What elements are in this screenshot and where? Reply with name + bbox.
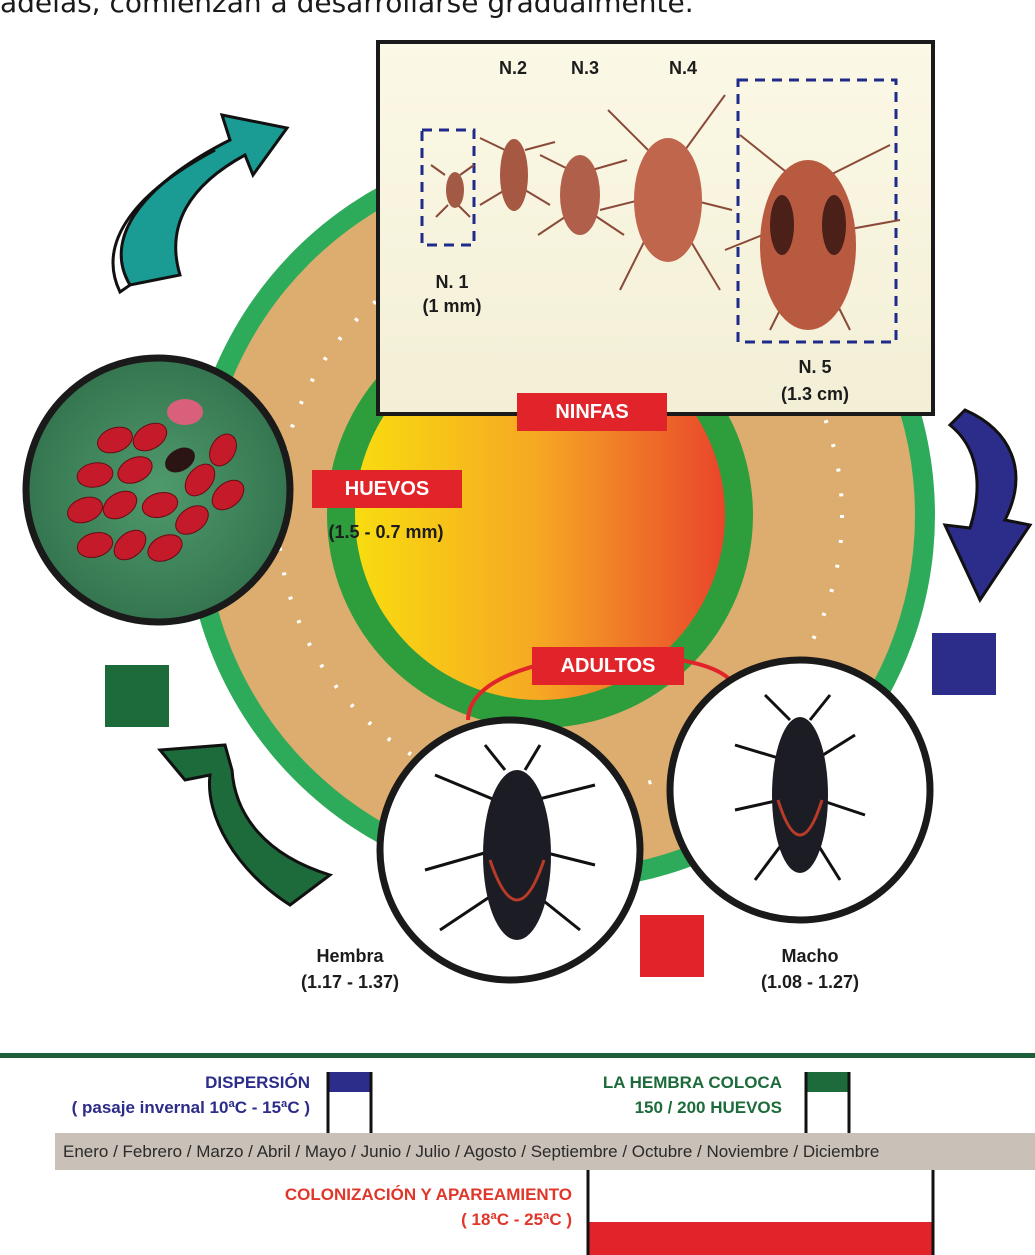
nymph-n5-label: N. 5: [770, 355, 860, 379]
female-label: Hembra: [280, 944, 420, 968]
eggs-photo: [26, 358, 290, 622]
colonization-title: COLONIZACIÓN Y APAREAMIENTO: [180, 1184, 572, 1206]
female-lays-title: LA HEMBRA COLOCA: [520, 1072, 782, 1094]
male-label: Macho: [740, 944, 880, 968]
teal-arrow-icon: [113, 115, 287, 292]
months-bar: Enero / Febrero / Marzo / Abril / Mayo /…: [55, 1133, 1035, 1170]
blue-arrow-icon: [945, 410, 1030, 600]
dispersion-subtitle: ( pasaje invernal 10ªC - 15ªC ): [0, 1097, 310, 1119]
nymph-n1-size: (1 mm): [412, 294, 492, 318]
egg-laying-marker: [803, 1070, 853, 1134]
female-lays-subtitle: 150 / 200 HUEVOS: [520, 1097, 782, 1119]
huevos-size: (1.5 - 0.7 mm): [300, 520, 472, 544]
nymph-n1-label: N. 1: [412, 270, 492, 294]
green-square: [105, 665, 169, 727]
male-adult-photo: [670, 660, 930, 920]
huevos-label: HUEVOS: [312, 470, 462, 508]
nymph-n5-size: (1.3 cm): [770, 382, 860, 406]
nymph-n2-label: N.2: [488, 56, 538, 80]
dispersion-title: DISPERSIÓN: [0, 1072, 310, 1094]
colonization-subtitle: ( 18ªC - 25ªC ): [180, 1209, 572, 1231]
colonization-marker: [586, 1170, 936, 1255]
nymph-n3-label: N.3: [560, 56, 610, 80]
ninfas-label: NINFAS: [517, 393, 667, 431]
blue-square: [932, 633, 996, 695]
adultos-label: ADULTOS: [532, 647, 684, 685]
section-divider: [0, 1053, 1035, 1058]
red-square: [640, 915, 704, 977]
female-size: (1.17 - 1.37): [270, 970, 430, 994]
nymph-n4-label: N.4: [658, 56, 708, 80]
life-cycle-diagram: [0, 0, 1035, 1050]
female-adult-photo: [380, 720, 640, 980]
dispersion-marker: [325, 1070, 375, 1134]
male-size: (1.08 - 1.27): [730, 970, 890, 994]
